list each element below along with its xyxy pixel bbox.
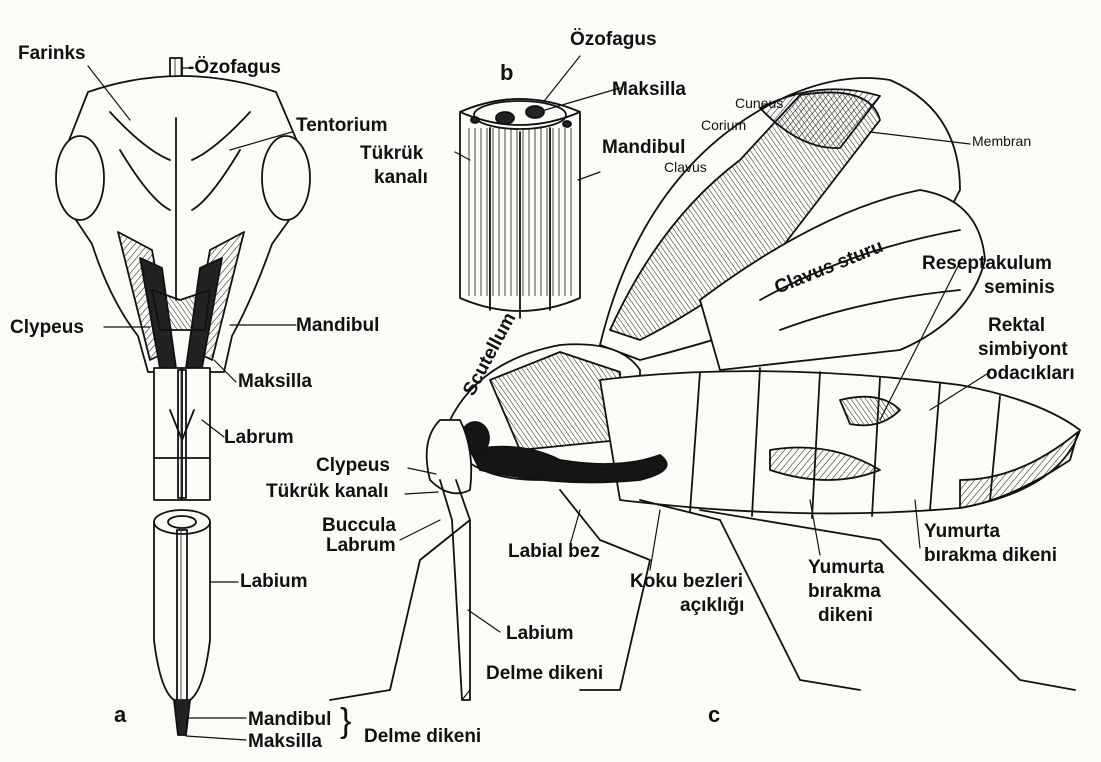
label-reseptakulum-1: Reseptakulum: [922, 254, 1052, 273]
label-tukruk-kanali-b2: kanalı: [374, 168, 428, 187]
label-ozofagus-a: -Özofagus: [188, 58, 281, 77]
label-labium-c: Labium: [506, 624, 574, 643]
label-delme-dikeni-c: Delme dikeni: [486, 664, 603, 683]
label-yumurta-a2: bırakma: [808, 582, 881, 601]
label-maksilla-b: Maksilla: [612, 80, 686, 99]
panel-letter-b: b: [500, 62, 513, 84]
panel-letter-c: c: [708, 704, 720, 726]
label-tukruk-kanali-b1: Tükrük: [360, 144, 423, 163]
label-corium: Corium: [701, 118, 746, 132]
label-mandibul-a: Mandibul: [296, 316, 379, 335]
label-clavus: Clavus: [664, 160, 707, 174]
label-cuneus: Cuneus: [735, 96, 783, 110]
label-labium-a: Labium: [240, 572, 308, 591]
panel-b-stylet-bundle: [460, 99, 580, 318]
label-labrum-c: Labrum: [326, 536, 396, 555]
label-rektal-3: odacıkları: [986, 364, 1075, 383]
label-reseptakulum-2: seminis: [984, 278, 1055, 297]
brace-symbol: }: [340, 704, 351, 738]
label-mandibul-tip: Mandibul: [248, 710, 331, 729]
label-labrum-a: Labrum: [224, 428, 294, 447]
label-clypeus-c: Clypeus: [316, 456, 390, 475]
label-farinks: Farinks: [18, 44, 86, 63]
label-yumurta-b2: bırakma dikeni: [924, 546, 1057, 565]
label-maksilla-a: Maksilla: [238, 372, 312, 391]
label-labial-bez: Labial bez: [508, 542, 600, 561]
label-buccula: Buccula: [322, 516, 396, 535]
label-koku-2: açıklığı: [680, 596, 744, 615]
label-ozofagus-b: Özofagus: [570, 30, 657, 49]
label-tentorium: Tentorium: [296, 116, 387, 135]
label-yumurta-a1: Yumurta: [808, 558, 884, 577]
panel-a-head: [56, 58, 310, 735]
label-tukruk-kanali-c: Tükrük kanalı: [266, 482, 389, 501]
label-koku-1: Koku bezleri: [630, 572, 743, 591]
panel-letter-a: a: [114, 704, 126, 726]
label-mandibul-b: Mandibul: [602, 138, 685, 157]
label-rektal-1: Rektal: [988, 316, 1045, 335]
label-membran: Membran: [972, 134, 1031, 148]
label-rektal-2: simbiyont: [978, 340, 1068, 359]
label-yumurta-a3: dikeni: [818, 606, 873, 625]
label-delme-dikeni-a: Delme dikeni: [364, 727, 481, 746]
label-yumurta-b1: Yumurta: [924, 522, 1000, 541]
label-clypeus-a: Clypeus: [10, 318, 84, 337]
label-maksilla-tip: Maksilla: [248, 732, 322, 751]
